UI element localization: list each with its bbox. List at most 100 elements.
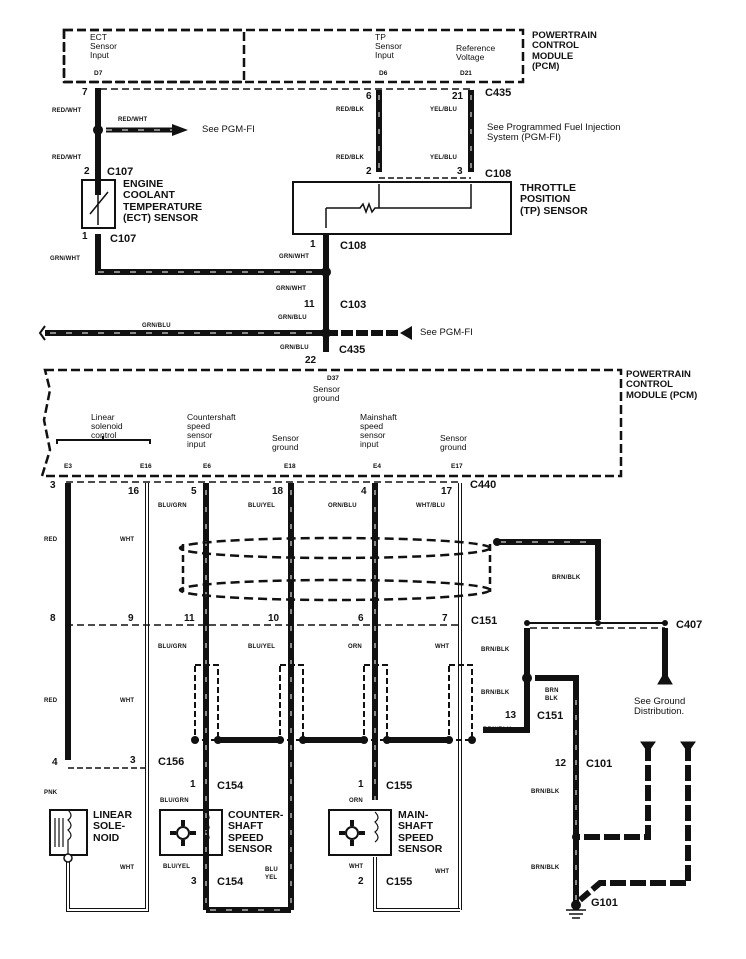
wire-label: BRN/BLK <box>481 690 510 696</box>
connector-c154-bottom: C154 <box>217 876 244 888</box>
tp-potentiometer <box>325 184 472 228</box>
pin-6: 6 <box>366 91 372 102</box>
connector-c108-top: C108 <box>485 168 512 180</box>
countershaft-sensor-box <box>159 809 223 856</box>
terminal-e16: E16 <box>140 463 152 470</box>
wire-label: BRN/BLK <box>481 647 510 653</box>
wire-ground-right-2 <box>578 745 691 903</box>
pin-c151: 10 <box>268 613 280 624</box>
connector-c407: C407 <box>676 619 703 631</box>
pin-c151: 6 <box>358 613 364 624</box>
wire-label: WHT <box>120 698 135 704</box>
wire-label: BRN/BLK <box>552 575 581 581</box>
pin-c440: 5 <box>191 486 197 497</box>
pin-1-ect: 1 <box>82 231 88 242</box>
arrow-right-icon <box>172 124 188 136</box>
solenoid-coil <box>54 809 72 855</box>
connector-c151: C151 <box>471 615 498 627</box>
ground-arrow <box>657 671 673 685</box>
connector-c155-bottom: C155 <box>386 876 413 888</box>
pin-2-tp: 2 <box>366 166 372 177</box>
wire-label: WHT <box>435 869 450 875</box>
wire-label: BLU/GRN <box>158 644 187 650</box>
pcm-top-box-outline <box>62 28 525 84</box>
pin-4: 4 <box>52 757 58 768</box>
pin-1-c108: 1 <box>310 239 316 250</box>
ground-g101-label: G101 <box>591 897 618 909</box>
connector-c107-bottom: C107 <box>110 233 137 245</box>
wire-label: WHT <box>120 865 135 871</box>
terminal-e4: E4 <box>373 463 381 470</box>
pin-c440: 18 <box>272 486 284 497</box>
note-see-pgmfi-2: See PGM-FI <box>420 327 473 338</box>
terminal-d37: D37 <box>327 375 339 382</box>
wire-label: GRN/BLU <box>142 323 171 329</box>
linear-solenoid-brace <box>56 436 151 444</box>
wire-label: GRN/WHT <box>279 254 310 260</box>
tp-sensor-box <box>292 181 512 235</box>
wire-label: WHT/BLU <box>416 503 446 509</box>
connector-c151-b: C151 <box>537 710 564 722</box>
pin-11-c103: 11 <box>304 299 315 310</box>
pin-3-tp: 3 <box>457 166 463 177</box>
connector-c101: C101 <box>586 758 613 770</box>
wire-label: BLU/YEL <box>248 503 276 509</box>
wire-label: YEL/BLU <box>430 107 458 113</box>
wire-label: BRN/BLK <box>531 789 560 795</box>
mainshaft-rotor-icon <box>339 820 365 846</box>
wire-label: YEL/BLU <box>430 155 458 161</box>
terminal-d7: D7 <box>94 70 103 77</box>
wire-label: GRN/WHT <box>276 286 307 292</box>
pin-c440: 4 <box>361 486 367 497</box>
pin-1-c154: 1 <box>190 779 196 790</box>
wire-label: ORN <box>349 798 363 804</box>
terminal-e3: E3 <box>64 463 72 470</box>
twisted-shield-lower <box>178 578 492 602</box>
connector-c108-bottom: C108 <box>340 240 367 252</box>
connector-c155-top: C155 <box>386 780 413 792</box>
wire-brn-blk-c407 <box>483 628 530 733</box>
wire-label: ORN <box>348 644 362 650</box>
pin-12: 12 <box>555 758 567 769</box>
pin-c440: 3 <box>50 480 56 491</box>
wire-label: RED/WHT <box>52 155 82 161</box>
terminal-e17: E17 <box>451 463 463 470</box>
arrow-left-icon <box>400 326 412 340</box>
wire-label: BLU/GRN <box>160 798 189 804</box>
wire-label: WHT <box>120 537 135 543</box>
wire-brn-blk-drain <box>497 539 601 620</box>
pin-2-c155: 2 <box>358 876 364 887</box>
pin-c151: 11 <box>184 613 195 624</box>
wire-label: RED/BLK <box>336 155 365 161</box>
terminal-e6: E6 <box>203 463 211 470</box>
connector-c103: C103 <box>340 299 367 311</box>
pin-c440: 17 <box>441 486 453 497</box>
connector-c435-top: C435 <box>485 87 512 99</box>
pin-c151: 7 <box>442 613 448 624</box>
wire-label: BLU/YEL <box>163 864 191 870</box>
terminal-d21: D21 <box>460 70 472 77</box>
wire-label: WHT <box>435 644 450 650</box>
mainshaft-sensor-box <box>328 809 392 856</box>
note-see-pgmfi: See PGM-FI <box>202 124 255 135</box>
connector-c156: C156 <box>158 756 185 768</box>
sensor-shields <box>194 664 473 741</box>
pin-22: 22 <box>305 355 317 366</box>
pin-1-c155: 1 <box>358 779 364 790</box>
wire-label: GRN/WHT <box>50 256 81 262</box>
pin-3-c156: 3 <box>130 755 136 766</box>
wire-label: RED/BLK <box>336 107 365 113</box>
wire-ground-right-1 <box>576 745 651 840</box>
pin-c151: 9 <box>128 613 134 624</box>
